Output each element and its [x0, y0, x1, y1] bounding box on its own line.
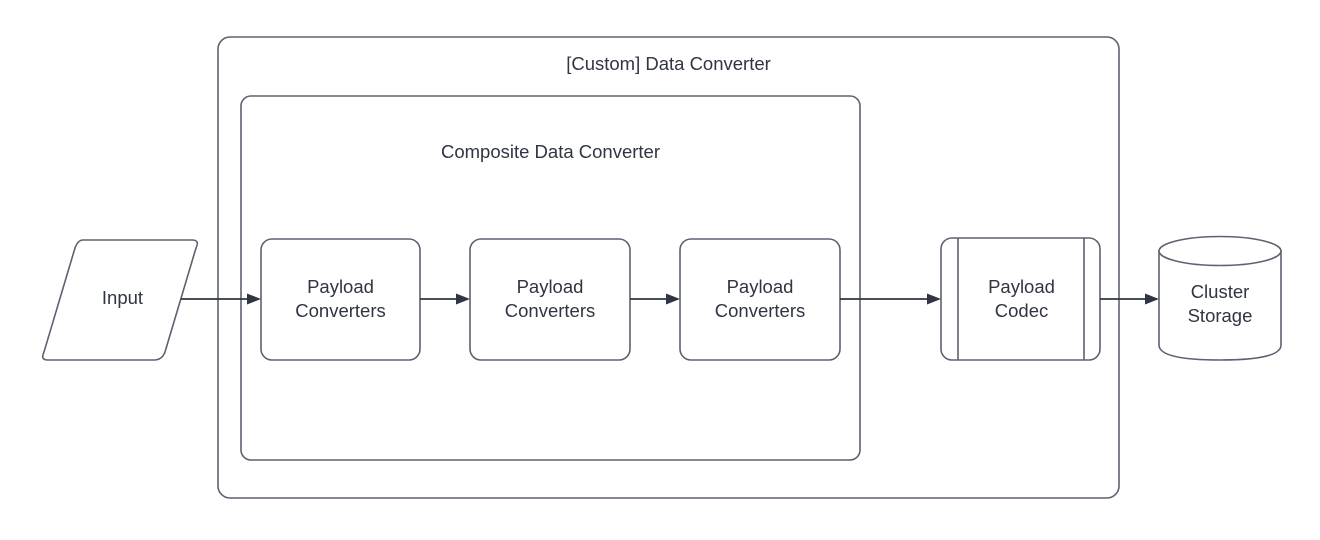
edge-converters-3-to-payload-codec-arrowhead — [927, 293, 941, 305]
node-payload-converters-3-shape[interactable] — [679, 238, 841, 361]
edge-converters-1-to-converters-2-arrowhead — [456, 293, 470, 305]
node-cluster-storage-body[interactable] — [1158, 250, 1282, 361]
edge-payload-codec-to-cluster-storage-arrowhead — [1145, 293, 1159, 305]
edge-converters-2-to-converters-3-arrowhead — [666, 293, 680, 305]
node-payload-converters-2-shape[interactable] — [469, 238, 631, 361]
node-input-shape[interactable] — [41, 239, 199, 361]
node-payload-codec-shape[interactable] — [940, 237, 1101, 361]
node-payload-converters-1-shape[interactable] — [260, 238, 421, 361]
edge-input-to-converters-1-arrowhead — [247, 293, 261, 305]
node-cluster-storage-top — [1158, 235, 1282, 267]
